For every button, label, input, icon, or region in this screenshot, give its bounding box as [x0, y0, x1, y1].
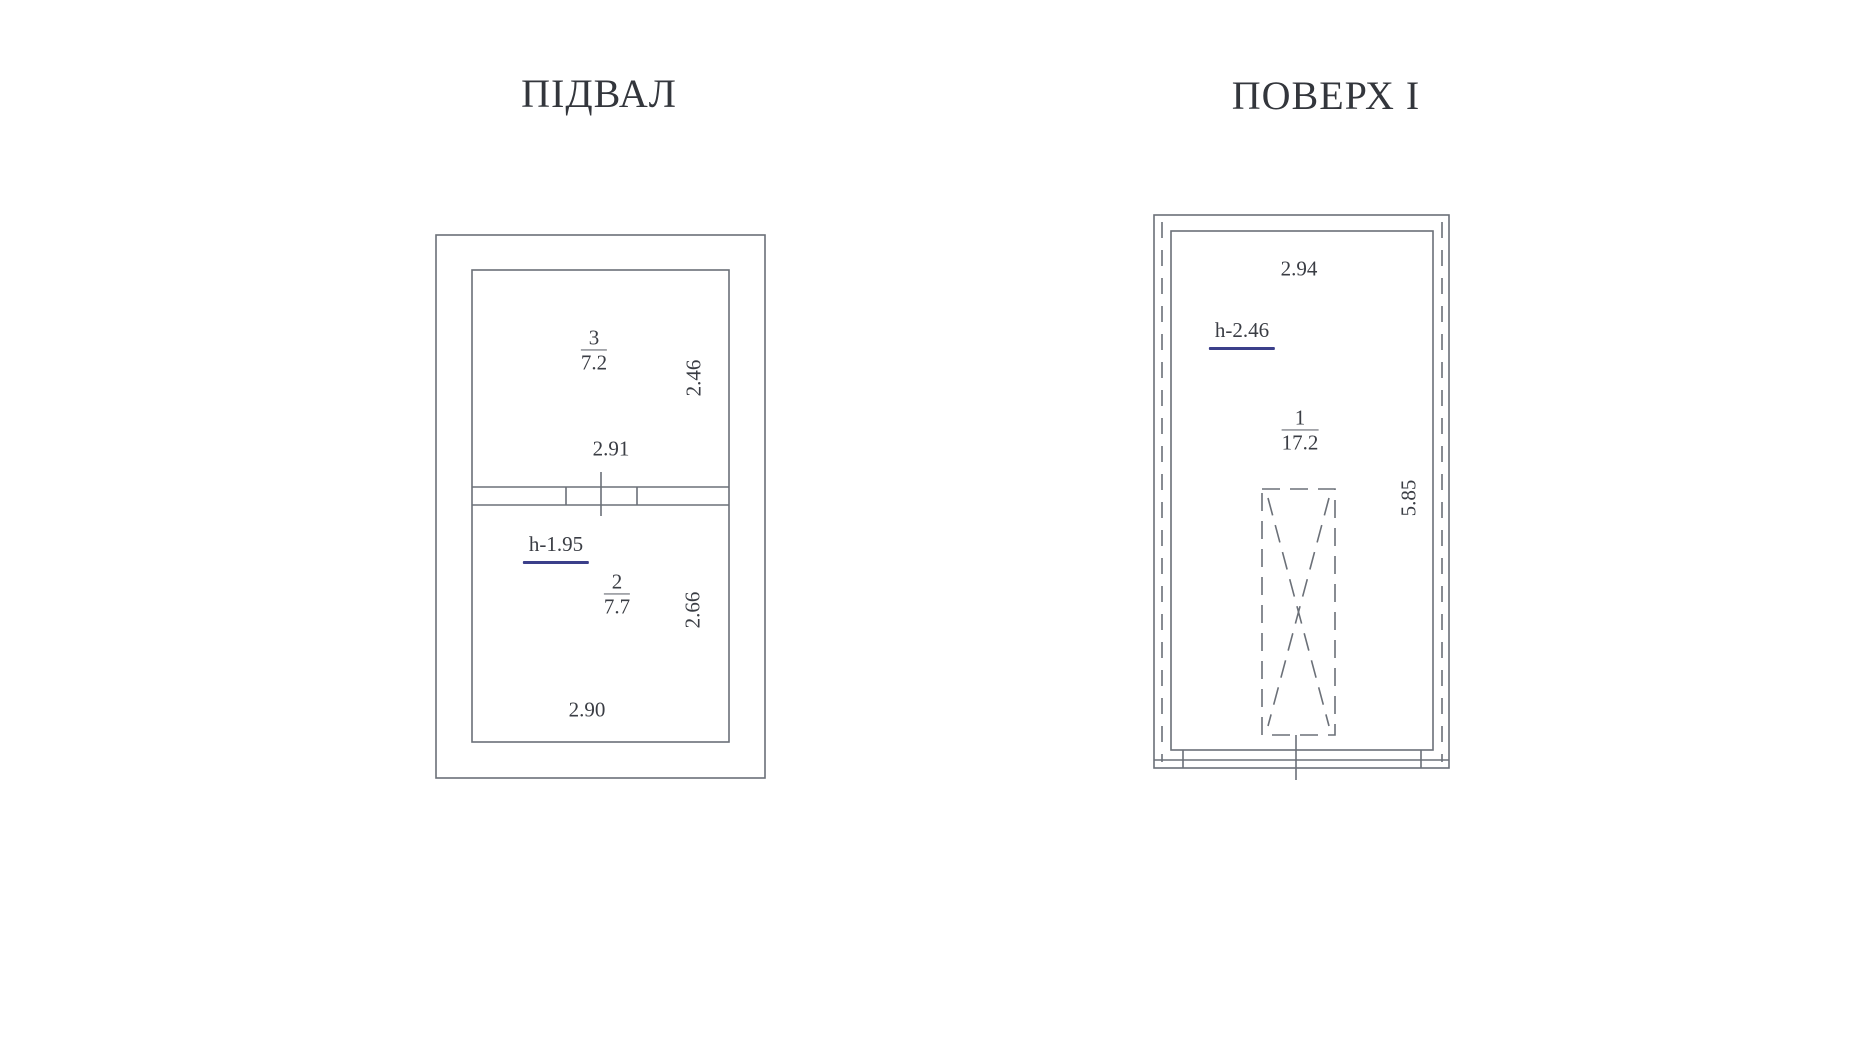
basement-outer-wall	[435, 234, 766, 779]
floor-1-inner-wall	[1170, 230, 1434, 751]
floor-1-room-1-label: 1 17.2	[1281, 406, 1319, 455]
room-area: 17.2	[1281, 430, 1319, 455]
floor-1-height-mark: h-2.46	[1208, 318, 1276, 350]
basement-room-2-width: 2.90	[568, 697, 606, 722]
basement-height-mark: h-1.95	[522, 532, 590, 564]
height-underline	[1208, 347, 1276, 350]
room-area: 7.2	[580, 350, 608, 375]
basement-plan	[435, 234, 766, 779]
floor-1-plan	[1153, 214, 1450, 780]
room-number: 1	[1281, 406, 1319, 431]
floor-1-room-1-length: 5.85	[1396, 479, 1421, 517]
room-number: 2	[603, 570, 631, 595]
room-number: 3	[580, 326, 608, 351]
floor-1-title: ПОВЕРХ І	[1231, 73, 1421, 118]
basement-room-2-length: 2.66	[680, 591, 705, 629]
basement-inner-wall	[471, 269, 730, 743]
basement-room-2-label: 2 7.7	[603, 570, 631, 619]
height-underline	[522, 561, 590, 564]
floor-1-stair-opening	[1261, 488, 1336, 736]
floor-1-outer-wall	[1153, 214, 1450, 769]
basement-room-3-length: 2.46	[681, 359, 706, 397]
basement-title: ПІДВАЛ	[521, 71, 677, 116]
basement-room-3-label: 3 7.2	[580, 326, 608, 375]
room-area: 7.7	[603, 594, 631, 619]
floor-1-room-1-width: 2.94	[1280, 256, 1318, 281]
basement-room-3-width: 2.91	[592, 436, 630, 461]
